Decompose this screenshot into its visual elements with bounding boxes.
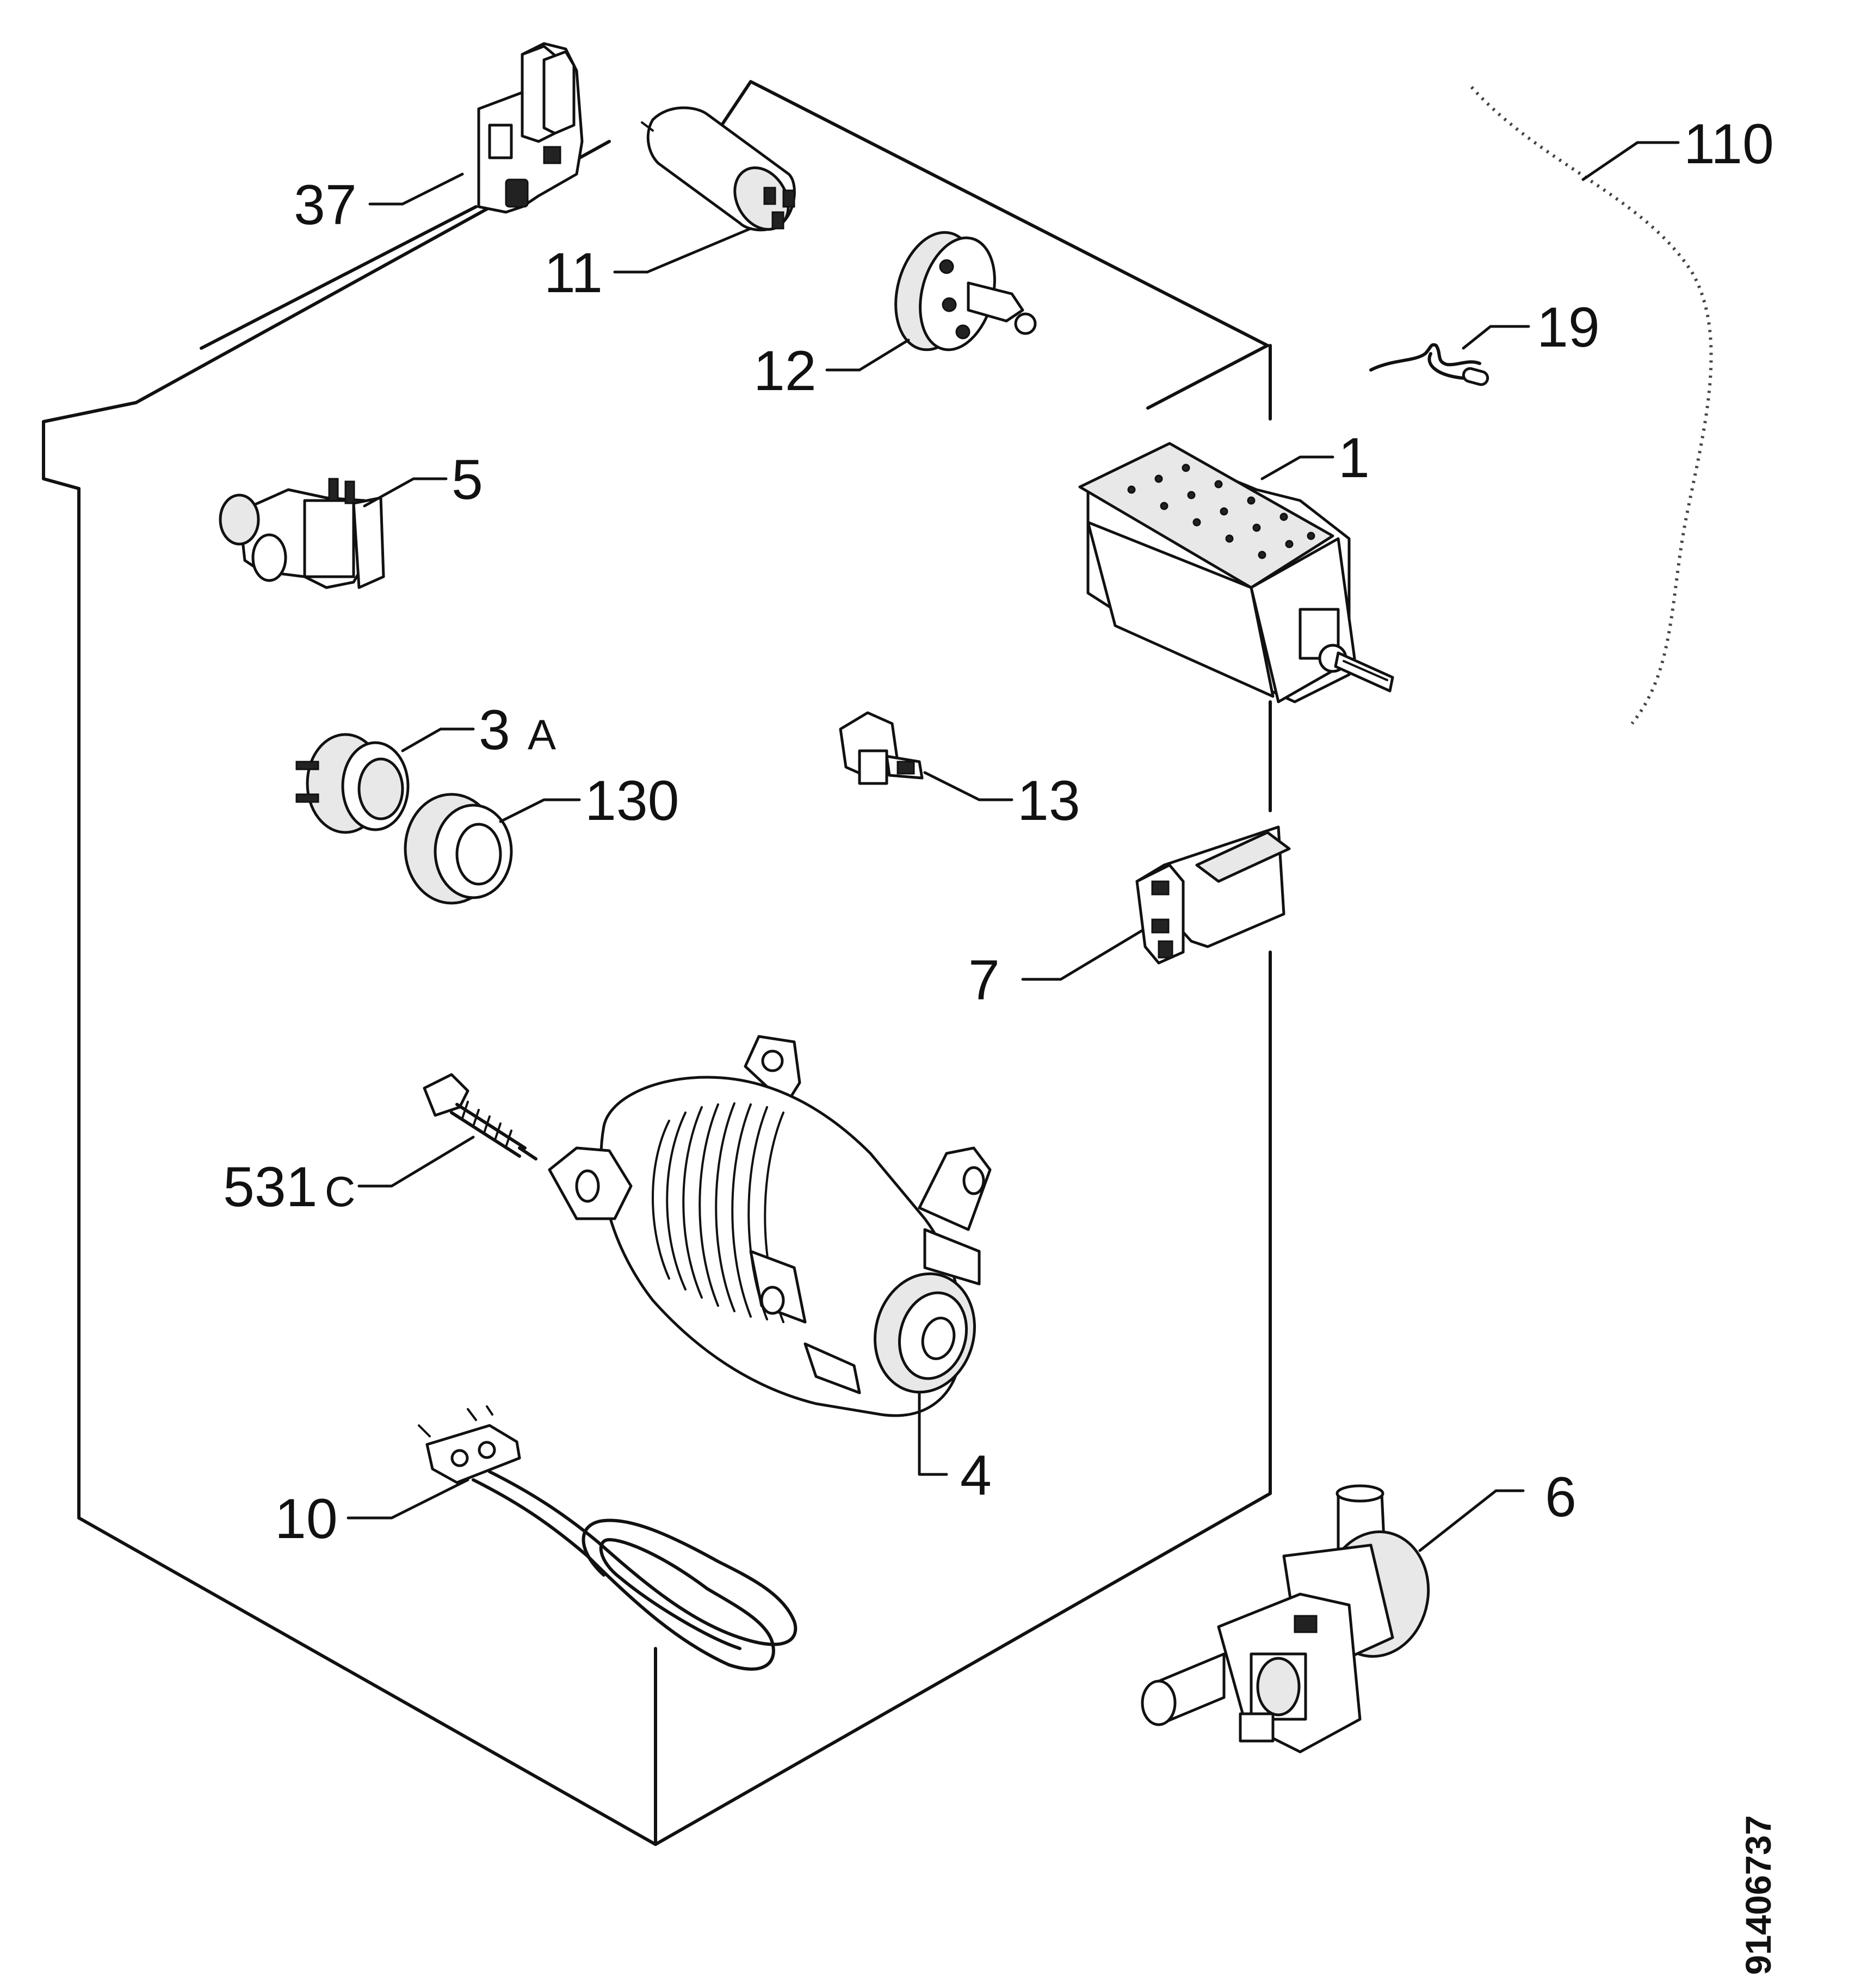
programmer-dots	[1127, 464, 1315, 559]
callout-12: 12	[753, 339, 817, 403]
part-19-clip	[1369, 343, 1489, 386]
callout-7: 7	[968, 949, 1000, 1012]
part-11-capacitor	[641, 106, 796, 232]
callout-1: 1	[1338, 427, 1370, 490]
callout-10: 10	[275, 1487, 338, 1551]
leader-lines	[347, 141, 1680, 1552]
part-10-heating-element	[418, 1405, 797, 1671]
callout-130: 130	[585, 769, 679, 832]
part-130-ring	[404, 793, 513, 905]
part-7-door-interlock	[1135, 825, 1291, 965]
callout-labels: 37 11 12 110 19 1 5 3 A 130 13 7 531 C 4…	[223, 113, 1774, 1551]
part-5-inlet-valve	[219, 478, 385, 589]
cabinet-outline	[42, 80, 1272, 1846]
callout-13: 13	[1017, 769, 1080, 832]
part-4-motor	[548, 1035, 992, 1417]
callout-4: 4	[960, 1444, 992, 1507]
callout-5: 5	[452, 448, 483, 511]
callout-37: 37	[294, 174, 357, 237]
callout-3-suffix: A	[528, 711, 556, 758]
part-3a-switch	[295, 733, 410, 834]
part-13-connector	[839, 711, 924, 785]
part-6-drain-pump	[1141, 1484, 1430, 1754]
callout-110: 110	[1684, 113, 1774, 176]
part-12-pressure-switch	[894, 231, 1037, 351]
part-1-programmer-timer	[1078, 442, 1394, 703]
callout-531: 531	[223, 1156, 318, 1219]
document-number: 91406737	[1738, 1815, 1778, 1975]
part-110-hose	[1468, 83, 1715, 727]
callout-3: 3	[479, 699, 510, 762]
callout-11: 11	[544, 242, 603, 305]
callout-19: 19	[1537, 296, 1600, 359]
part-531c-screw	[423, 1073, 537, 1160]
callout-531-suffix: C	[325, 1168, 355, 1215]
callout-6: 6	[1545, 1466, 1576, 1529]
part-37-switch-bracket	[477, 42, 584, 214]
